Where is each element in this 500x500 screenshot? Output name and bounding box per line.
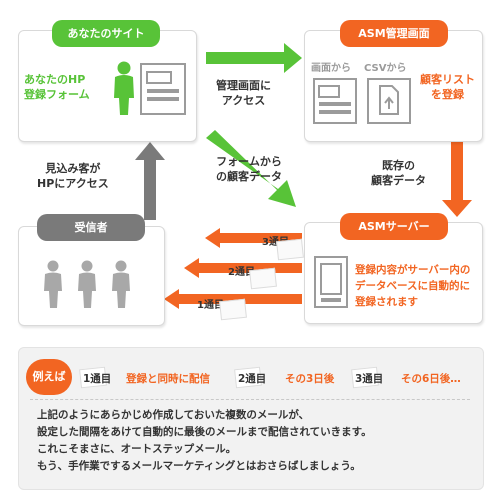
step1-timing: 登録と同時に配信: [126, 373, 210, 385]
mail-3-paper-icon: [276, 238, 304, 261]
your-site-pill: あなたのサイト: [52, 20, 160, 47]
arrow-admin-to-server: [442, 142, 472, 217]
description-text: 上記のようにあらかじめ作成しておいた複数のメールが、 設定した間隔をあけて自動的…: [37, 409, 372, 472]
from-screen-label: 画面から: [311, 63, 351, 74]
mail-2-paper-icon: [249, 267, 277, 290]
recipients-people-icon: [44, 260, 130, 308]
mail-3-label: 3通目: [262, 233, 289, 248]
your-site-text: あなたのHP 登録フォーム: [24, 73, 90, 101]
step3-number: 3通目: [355, 373, 384, 385]
prospect-access-label: 見込み客が HPにアクセス: [37, 162, 109, 190]
existing-data-label: 既存の 顧客データ: [371, 159, 426, 187]
step2-timing: その3日後: [285, 373, 335, 385]
mail-1-paper-icon: [219, 298, 247, 321]
arrow-site-to-admin: [206, 43, 302, 73]
form-data-label: フォームから の顧客データ: [216, 155, 282, 183]
csv-upload-icon: [367, 78, 411, 124]
example-badge: 例えば: [26, 359, 72, 395]
step2-number: 2通目: [238, 373, 267, 385]
mail-2-label: 2通目: [228, 267, 255, 278]
arrow-recipient-to-site: [135, 142, 165, 220]
server-description: 登録内容がサーバー内の データベースに自動的に 登録されます: [355, 264, 471, 308]
mail-1-label: 1通目: [197, 300, 224, 311]
step1-number: 1通目: [83, 373, 112, 385]
admin-access-label: 管理画面に アクセス: [216, 79, 271, 107]
web-form-icon: [140, 63, 186, 115]
from-csv-label: CSVから: [364, 63, 407, 74]
visitor-person-icon: [114, 61, 134, 115]
asm-admin-pill: ASM管理画面: [340, 20, 448, 47]
customer-list-text: 顧客リスト を登録: [420, 73, 475, 101]
arrow-form-to-server: [206, 130, 296, 207]
screen-form-icon: [313, 78, 357, 124]
example-divider: [30, 399, 470, 400]
asm-server-pill: ASMサーバー: [340, 213, 448, 240]
step3-timing: その6日後…: [401, 373, 461, 385]
server-icon: [314, 256, 348, 308]
recipient-pill: 受信者: [37, 214, 145, 241]
